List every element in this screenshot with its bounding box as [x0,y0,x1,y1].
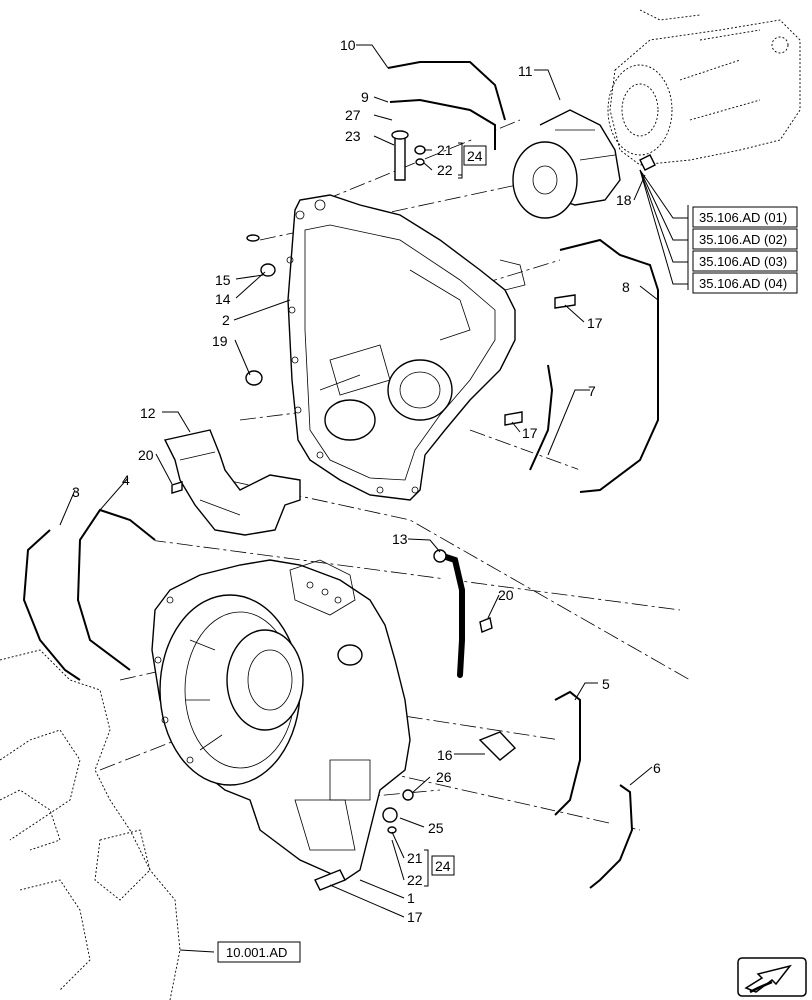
ref-label-35-106-ad-02[interactable]: 35.106.AD (02) [699,232,787,247]
callout-15: 15 [215,272,231,288]
kit-label-24-lower: 24 [435,858,451,874]
callout-20-b: 20 [498,587,514,603]
ref-label-35-106-ad-01[interactable]: 35.106.AD (01) [699,210,787,225]
callout-13: 13 [392,531,408,547]
callout-22-b: 22 [407,872,423,888]
callout-25: 25 [428,820,444,836]
ref-box-35-106-ad-02[interactable] [692,228,798,250]
ref-label-35-106-ad-03[interactable]: 35.106.AD (03) [699,254,787,269]
callout-23: 23 [345,128,361,144]
engine-outline [0,649,181,1000]
shield-plate [163,429,301,536]
callout-9: 9 [361,89,369,105]
reference-boxes[interactable]: 35.106.AD (01) 35.106.AD (02) 35.106.AD … [217,206,798,963]
upper-housing [286,194,526,501]
callout-4: 4 [122,472,130,488]
callout-10: 10 [340,37,356,53]
hydraulic-pump [607,9,801,166]
callout-19: 19 [212,333,228,349]
ref-box-35-106-ad-04[interactable] [692,272,798,294]
callout-3: 3 [72,484,80,500]
kit-label-24-upper: 24 [467,148,483,164]
callout-17-c: 17 [407,909,423,925]
callout-26: 26 [436,769,452,785]
callout-27: 27 [345,107,361,123]
callout-22-a: 22 [437,162,453,178]
kit-bracket-upper: 24 [458,142,487,179]
callout-11: 11 [518,63,533,79]
callout-16: 16 [437,747,453,763]
ref-label-35-106-ad-04[interactable]: 35.106.AD (04) [699,276,787,291]
ref-box-35-106-ad-03[interactable] [692,250,798,272]
callout-8: 8 [622,279,630,295]
ref-label-10-001-ad[interactable]: 10.001.AD [226,945,287,960]
kit-bracket-lower: 24 [424,849,455,887]
callout-2: 2 [222,312,230,328]
callout-14: 14 [215,291,231,307]
lower-housing [151,559,411,881]
callout-6: 6 [653,760,661,776]
pipes [22,61,659,889]
callout-17-a: 17 [587,315,603,331]
ref-box-35-106-ad-01[interactable] [692,206,798,228]
callout-20-a: 20 [138,447,154,463]
callout-12: 12 [140,405,156,421]
callout-17-b: 17 [522,425,538,441]
callout-21-a: 21 [437,142,453,158]
callout-7: 7 [588,383,596,399]
ref-box-10-001-ad[interactable] [217,941,301,963]
callout-labels: 1 2 3 4 5 6 7 8 9 10 11 12 13 14 15 16 1… [72,37,661,925]
adapter-flange [512,109,621,219]
leader-lines [59,44,689,953]
callout-1: 1 [407,890,415,906]
callout-5: 5 [602,676,610,692]
arrow-navigation-icon[interactable] [737,957,807,997]
callout-21-b: 21 [407,850,423,866]
fasteners [171,130,656,891]
callout-18: 18 [616,192,632,208]
